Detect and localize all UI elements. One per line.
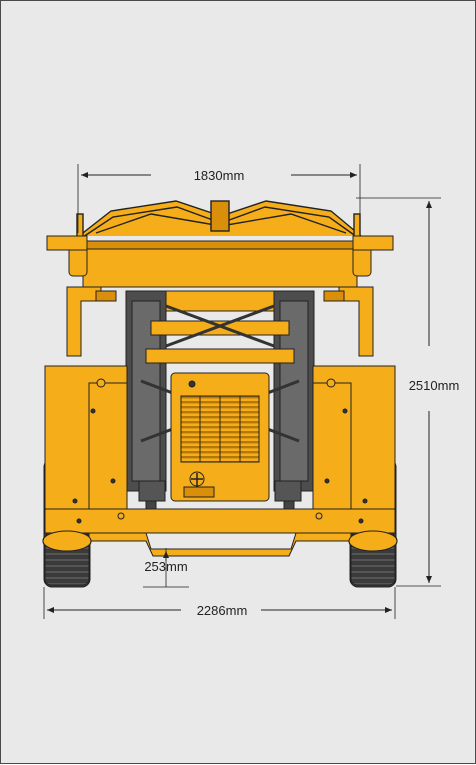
right-wheel-hub [348, 530, 398, 552]
width-top-label: 1830mm [194, 168, 245, 183]
width-overall-label: 2286mm [197, 603, 248, 618]
platform-brackets [66, 286, 374, 357]
base-frame [44, 508, 396, 557]
dimension-height: 2510mm [356, 197, 460, 587]
height-label: 2510mm [409, 378, 460, 393]
dimension-ground-clearance: 253mm [143, 548, 189, 588]
engine-compartment [170, 372, 270, 502]
chassis-left-panel [44, 365, 128, 532]
platform-rails [76, 200, 362, 245]
dimension-width-overall: 2286mm [43, 587, 396, 619]
chassis-right-panel [312, 365, 396, 532]
machine [42, 200, 398, 588]
dimension-width-top: 1830mm [77, 164, 361, 233]
platform-deck [46, 235, 394, 288]
ground-clearance-label: 253mm [144, 559, 187, 574]
left-wheel-hub [42, 530, 92, 552]
